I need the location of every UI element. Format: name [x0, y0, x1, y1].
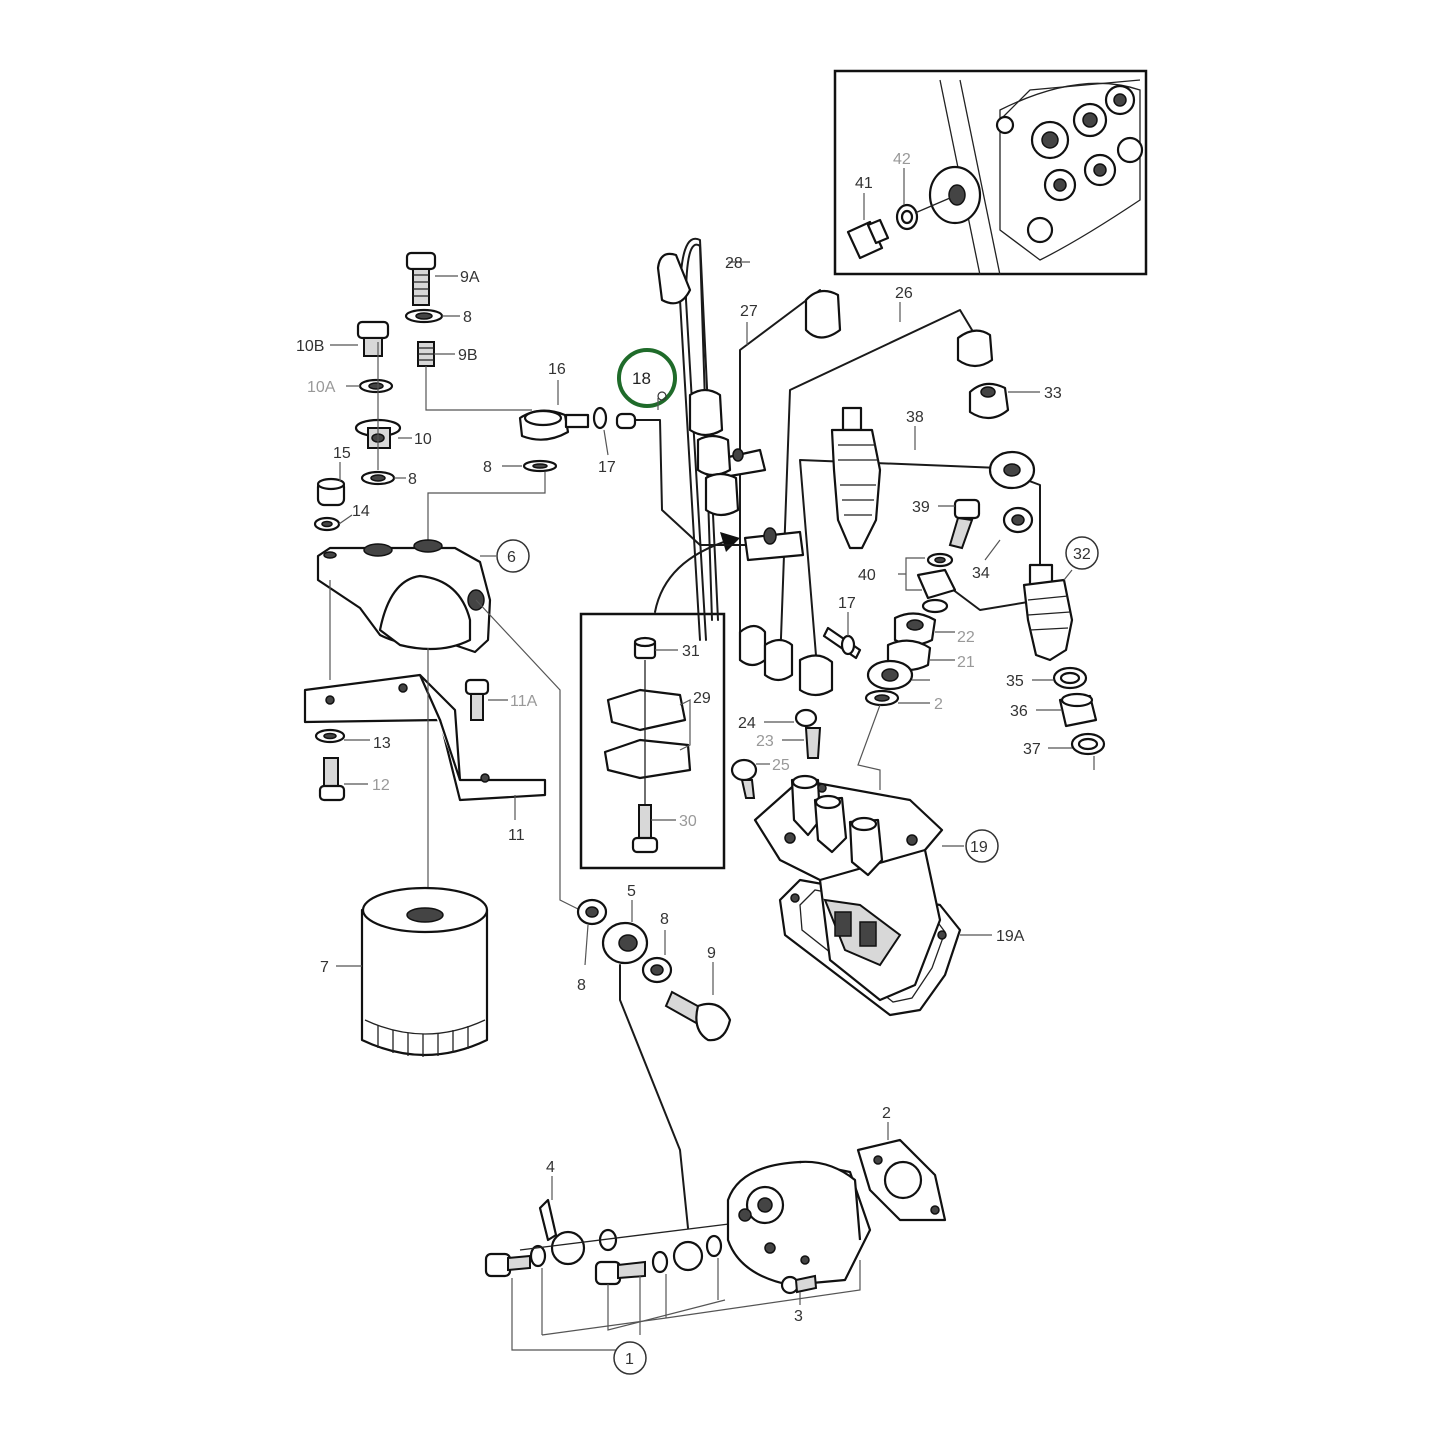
- label-22: 22: [957, 629, 975, 646]
- label-18: 18: [632, 369, 651, 388]
- label-19A: 19A: [996, 928, 1025, 945]
- feed-pump-group: 8 5 8 9 4: [484, 883, 947, 1375]
- label-35: 35: [1006, 673, 1024, 690]
- label-26: 26: [895, 285, 913, 302]
- label-14: 14: [352, 503, 370, 520]
- label-7: 7: [320, 959, 329, 976]
- label-2-a: 2: [882, 1105, 891, 1122]
- label-19: 19: [970, 839, 988, 856]
- label-12: 12: [372, 777, 390, 794]
- inset-detail-panel: 41 42: [833, 69, 1148, 276]
- label-30: 30: [679, 813, 697, 830]
- label-9A: 9A: [460, 269, 480, 286]
- label-10: 10: [414, 431, 432, 448]
- label-17-a: 17: [598, 459, 616, 476]
- label-21: 21: [957, 654, 975, 671]
- label-17-b: 17: [838, 595, 856, 612]
- pipe-clamp-inset: 31 29 30: [579, 532, 740, 870]
- label-23: 23: [756, 733, 774, 750]
- label-10B: 10B: [296, 338, 324, 355]
- injection-pump-group: 24 23 25 19 19A: [730, 708, 1025, 1017]
- label-39: 39: [912, 499, 930, 516]
- label-8-a: 8: [463, 309, 472, 326]
- label-29: 29: [693, 690, 711, 707]
- label-41: 41: [855, 175, 873, 192]
- label-38: 38: [906, 409, 924, 426]
- label-1: 1: [625, 1351, 634, 1368]
- label-3: 3: [794, 1308, 803, 1325]
- label-15: 15: [333, 445, 351, 462]
- label-31: 31: [682, 643, 700, 660]
- highlight-callout-18: 18: [617, 348, 677, 410]
- label-8-c: 8: [483, 459, 492, 476]
- label-42: 42: [893, 151, 911, 168]
- label-27: 27: [740, 303, 758, 320]
- label-34: 34: [972, 565, 990, 582]
- filter-head-group: 9A 8 9B 10B 10A 10 8: [296, 251, 616, 1057]
- label-8-b: 8: [408, 471, 417, 488]
- label-8-e: 8: [660, 911, 669, 928]
- label-28: 28: [725, 255, 743, 272]
- label-9B: 9B: [458, 347, 478, 364]
- label-40: 40: [858, 567, 876, 584]
- label-11: 11: [508, 827, 525, 844]
- injection-pipes: 28 27 26 38: [615, 237, 1041, 697]
- label-9: 9: [707, 945, 716, 962]
- label-32: 32: [1073, 546, 1091, 563]
- injector-group: 33 34 39 40 22 21 17: [822, 382, 1106, 790]
- label-11A: 11A: [510, 693, 538, 710]
- label-24: 24: [738, 715, 756, 732]
- label-33: 33: [1044, 385, 1062, 402]
- label-25: 25: [772, 757, 790, 774]
- label-5: 5: [627, 883, 636, 900]
- label-10A: 10A: [307, 379, 336, 396]
- label-6: 6: [507, 549, 516, 566]
- label-2-b: 2: [934, 696, 943, 713]
- label-4: 4: [546, 1159, 555, 1176]
- label-13: 13: [373, 735, 391, 752]
- label-16: 16: [548, 361, 566, 378]
- label-36: 36: [1010, 703, 1028, 720]
- label-8-d: 8: [577, 977, 586, 994]
- label-37: 37: [1023, 741, 1041, 758]
